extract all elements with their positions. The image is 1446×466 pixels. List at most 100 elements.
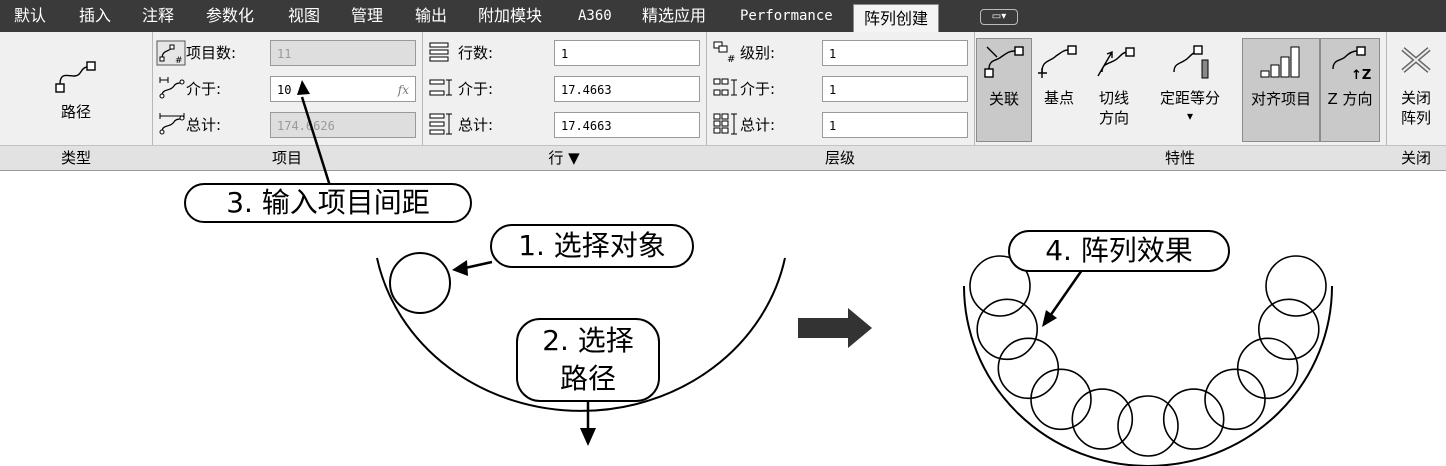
- panel-properties-title: 特性: [974, 145, 1386, 170]
- path-type-label: 路径: [60, 103, 91, 121]
- item-spacing-field[interactable]: 10 fx: [270, 76, 416, 102]
- ribbon-tab-bar: 默认 插入 注释 参数化 视图 管理 输出 附加模块 A360 精选应用 Per…: [0, 0, 1446, 33]
- step4-callout: 4. 阵列效果: [1008, 230, 1230, 272]
- row-spacing-field[interactable]: 17.4663: [554, 76, 700, 102]
- associative-icon: [984, 46, 1024, 78]
- tab-array-creation[interactable]: 阵列创建: [853, 4, 940, 33]
- arrayed-circle: [969, 255, 1031, 317]
- align-items-label: 对齐项目: [1250, 90, 1311, 108]
- level-count-field[interactable]: 1: [822, 40, 968, 66]
- arrayed-circle: [1030, 368, 1092, 431]
- tangent-label-2: 方向: [1098, 109, 1129, 127]
- formula-fx-icon[interactable]: fx: [397, 83, 409, 97]
- svg-text:#: #: [727, 54, 735, 64]
- close-x-icon: [1401, 47, 1431, 73]
- panel-levels-title: 层级: [706, 145, 974, 170]
- tab-annotate[interactable]: 注释: [142, 6, 175, 25]
- step3-callout: 3. 输入项目间距: [184, 183, 472, 223]
- item-total-icon: [159, 113, 185, 135]
- align-items-icon: [1260, 46, 1300, 78]
- level-spacing-label: 介于:: [740, 80, 776, 98]
- level-spacing-field[interactable]: 1: [822, 76, 968, 102]
- measure-dropdown-arrow[interactable]: ▾: [1186, 109, 1194, 123]
- row-count-icon: [429, 42, 449, 62]
- tab-featured-apps[interactable]: 精选应用: [642, 6, 707, 25]
- level-spacing-icon: [713, 78, 737, 96]
- level-total-field[interactable]: 1: [822, 112, 968, 138]
- item-count-icon: #: [156, 40, 186, 66]
- arrayed-circle: [1258, 298, 1320, 361]
- ribbon-minimize-toggle[interactable]: ▭▾: [980, 9, 1018, 25]
- step3-arrowhead: [297, 80, 310, 95]
- tangent-direction-icon: [1097, 47, 1135, 77]
- tab-default[interactable]: 默认: [14, 6, 47, 25]
- item-spacing-value: 10: [277, 83, 292, 97]
- step4-arrowhead: [1042, 310, 1057, 327]
- row-total-label: 总计:: [458, 116, 494, 134]
- row-total-field[interactable]: 17.4663: [554, 112, 700, 138]
- svg-text:↑Z: ↑Z: [1351, 68, 1371, 83]
- tab-addins[interactable]: 附加模块: [478, 6, 543, 25]
- svg-text:#: #: [175, 56, 183, 66]
- tangent-label-1: 切线: [1098, 89, 1129, 107]
- associative-button[interactable]: 关联: [976, 38, 1032, 142]
- item-count-field[interactable]: 11: [270, 40, 416, 66]
- arrayed-circle: [997, 337, 1060, 400]
- tab-performance[interactable]: Performance: [740, 8, 833, 24]
- item-total-field[interactable]: 174.6626: [270, 112, 416, 138]
- close-array-button[interactable]: 关闭 阵列: [1388, 38, 1444, 142]
- item-spacing-icon: [159, 77, 185, 99]
- item-total-label: 总计:: [186, 116, 222, 134]
- row-spacing-icon: [429, 79, 452, 96]
- base-point-label: 基点: [1043, 89, 1074, 107]
- tab-manage[interactable]: 管理: [351, 6, 384, 25]
- close-label-2: 阵列: [1400, 109, 1431, 127]
- tab-parametric[interactable]: 参数化: [206, 6, 255, 25]
- tab-insert[interactable]: 插入: [79, 6, 112, 25]
- close-label-1: 关闭: [1400, 89, 1431, 107]
- result-path-arc: [963, 285, 1333, 466]
- step4-arrow: [1048, 269, 1084, 317]
- step1-callout: 1. 选择对象: [490, 224, 694, 268]
- arrayed-circle: [1236, 337, 1299, 400]
- arrayed-circle: [1204, 368, 1266, 431]
- measure-method-label: 定距等分: [1159, 89, 1220, 107]
- row-count-label: 行数:: [458, 44, 494, 62]
- array-ribbon: 路径 类型 # 项目数: 11 介于: 10 fx: [0, 32, 1446, 171]
- z-direction-label: Z 方向: [1327, 90, 1373, 108]
- result-arrow-icon: [798, 308, 872, 348]
- arrayed-circle: [1162, 388, 1225, 450]
- tab-view[interactable]: 视图: [288, 6, 321, 25]
- step2-callout: 2. 选择 路径: [516, 318, 660, 402]
- level-total-icon: [713, 113, 737, 135]
- base-point-button[interactable]: 基点: [1034, 38, 1084, 142]
- tab-output[interactable]: 输出: [415, 6, 448, 25]
- tab-a360[interactable]: A360: [578, 8, 612, 24]
- row-total-icon: [429, 113, 452, 135]
- path-type-button[interactable]: 路径: [38, 56, 114, 134]
- panel-type: 路径 类型: [0, 32, 153, 170]
- step2-line1: 2. 选择: [542, 324, 634, 357]
- panel-items: # 项目数: 11 介于: 10 fx 总计: 174.6626 项目: [152, 32, 423, 170]
- measure-method-button[interactable]: 定距等分 ▾: [1150, 38, 1230, 142]
- panel-items-title: 项目: [152, 145, 422, 170]
- row-spacing-label: 介于:: [458, 80, 494, 98]
- ribbon-toggle-icon: ▭▾: [991, 11, 1007, 22]
- base-point-icon: [1038, 45, 1077, 78]
- level-count-label: 级别:: [740, 44, 776, 62]
- measure-method-icon: [1173, 45, 1209, 79]
- arrayed-circle: [1265, 255, 1327, 317]
- step2-arrowhead: [580, 428, 596, 446]
- path-arc: [376, 257, 786, 412]
- path-array-icon: [55, 61, 96, 93]
- z-direction-button[interactable]: ↑Z Z 方向: [1320, 38, 1380, 142]
- tangent-direction-button[interactable]: 切线 方向: [1086, 38, 1142, 142]
- panel-rows-title[interactable]: 行 ▼: [422, 145, 706, 170]
- step1-arrowhead: [452, 260, 468, 276]
- arrayed-circles: [969, 255, 1327, 457]
- arrayed-circle: [1117, 395, 1179, 457]
- align-items-button[interactable]: 对齐项目: [1242, 38, 1320, 142]
- row-count-field[interactable]: 1: [554, 40, 700, 66]
- level-count-icon: #: [713, 41, 735, 64]
